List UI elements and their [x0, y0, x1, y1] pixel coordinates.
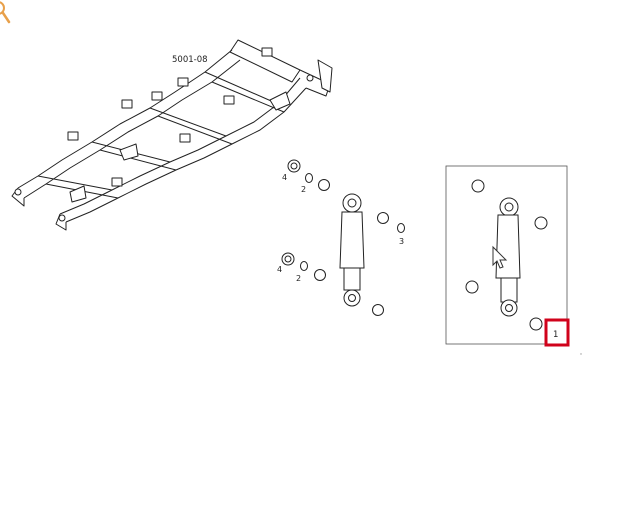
callout-lower-washer: 2	[296, 274, 301, 283]
chassis-frame	[11, 39, 333, 231]
upper-bushing	[318, 179, 330, 191]
right-bushing	[377, 212, 389, 224]
selected-part-box[interactable]	[445, 165, 568, 345]
upper-washer	[305, 173, 313, 183]
callout-right-washer: 3	[399, 237, 404, 246]
selected-callout-highlight[interactable]	[544, 318, 570, 347]
callout-upper-washer: 2	[301, 185, 306, 194]
stray-dot	[580, 353, 582, 355]
frame-reference-label: 5001-08	[172, 55, 208, 65]
lower-bushing	[314, 269, 326, 281]
callout-selected-part[interactable]: 1	[553, 330, 558, 340]
shock-absorber-left	[339, 193, 365, 307]
magnifier-icon[interactable]	[0, 1, 11, 24]
bottom-bushing	[372, 304, 384, 316]
lower-nut	[281, 252, 295, 266]
right-washer	[397, 223, 405, 233]
shock-absorber-selected[interactable]	[495, 197, 521, 317]
lower-washer	[300, 261, 308, 271]
callout-upper-nut: 4	[282, 173, 287, 182]
callout-lower-nut: 4	[277, 265, 282, 274]
arrow-cursor-icon	[492, 245, 508, 269]
selected-bushing-left	[465, 280, 479, 294]
upper-nut	[287, 159, 301, 173]
selected-bushing-right	[534, 216, 548, 230]
selected-bushing-bottom	[529, 317, 543, 331]
selected-bushing-top-left	[471, 179, 485, 193]
